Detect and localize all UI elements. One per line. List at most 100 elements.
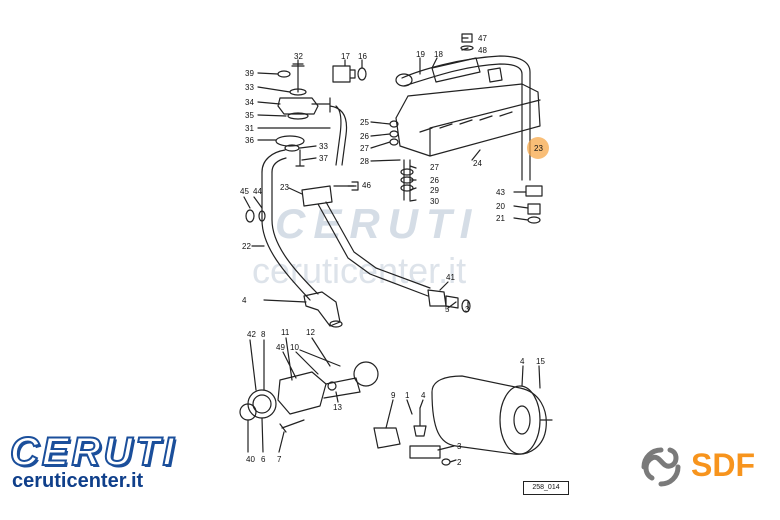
callout-label: 39: [245, 69, 254, 78]
callout-label: 1: [405, 391, 410, 400]
fitting-21: [527, 203, 541, 215]
bolt-32: [291, 63, 305, 93]
drawing-code-label: 258_014: [523, 481, 569, 495]
gasket-35: [287, 112, 309, 120]
callout-label: 4: [421, 391, 426, 400]
long-pipe: [317, 201, 431, 297]
callout-label: 7: [277, 455, 282, 464]
washer-33-lower: [284, 144, 300, 152]
callout-label: 15: [536, 357, 545, 366]
rocker-cover-24: [395, 83, 541, 157]
banjo-fitting-34: [277, 97, 331, 115]
callout-label: 23: [280, 183, 289, 192]
callout-label: 16: [358, 52, 367, 61]
callout-label: 17: [341, 52, 350, 61]
callout-label: 28: [360, 157, 369, 166]
flange-36: [275, 135, 305, 147]
callout-label: 43: [496, 188, 505, 197]
pipe-41: [261, 171, 319, 301]
nut-40: [327, 381, 337, 391]
callout-label: 4: [242, 296, 247, 305]
callout-label: 27: [430, 163, 439, 172]
callout-label: 46: [362, 181, 371, 190]
bolt-37: [295, 149, 305, 167]
callout-label: 33: [245, 83, 254, 92]
callout-label: 3: [465, 305, 470, 314]
callout-label: 13: [333, 403, 342, 412]
injector-pipes-19-18: [401, 55, 531, 181]
callout-label: 22: [242, 242, 251, 251]
fitting-20: [525, 185, 543, 197]
callout-label: 30: [430, 197, 439, 206]
callout-label: 34: [245, 98, 254, 107]
callout-label: 27: [360, 144, 369, 153]
washer-39: [277, 70, 291, 78]
washer-4-right: [461, 299, 471, 313]
callout-label: 11: [281, 328, 290, 337]
callout-label: 25: [360, 118, 369, 127]
cap-47: [461, 33, 473, 43]
callout-label: 10: [290, 343, 299, 352]
sdf-logo-icon: [641, 447, 681, 487]
ceruti-logo: CERUTI: [9, 429, 177, 475]
callout-label: 9: [391, 391, 396, 400]
gear-11: [247, 389, 277, 419]
callout-label: 26: [360, 132, 369, 141]
washer-16: [357, 67, 367, 81]
callout-label: 37: [319, 154, 328, 163]
flange-13: [353, 361, 379, 387]
pipe-31: [329, 105, 348, 166]
callout-label: 2: [457, 458, 462, 467]
highlight-23: [527, 137, 549, 159]
watermark-word: CERUTI: [275, 200, 480, 247]
callout-label: 40: [246, 455, 255, 464]
callout-label: 41: [446, 273, 455, 282]
nut-44: [245, 209, 255, 223]
washer-48: [460, 45, 474, 51]
callout-label: 5: [445, 305, 450, 314]
callout-label: 49: [276, 343, 285, 352]
pipe-41-top: [261, 149, 287, 173]
pin-12: [299, 349, 341, 367]
callout-label: 33: [319, 142, 328, 151]
watermark-site: ceruticenter.it: [252, 250, 467, 291]
washer-22: [527, 216, 541, 224]
connector-2: [409, 445, 441, 459]
filter-canister: [431, 375, 547, 455]
callout-label: 4: [520, 357, 525, 366]
clamp-46: [301, 185, 333, 207]
callout-label: 48: [478, 46, 487, 55]
callout-label: 47: [478, 34, 487, 43]
fitting-3: [445, 295, 459, 309]
callout-label: 45: [240, 187, 249, 196]
callout-label: 12: [306, 328, 315, 337]
bolt-9: [279, 419, 305, 433]
callout-label: 19: [416, 50, 425, 59]
callout-label: 31: [245, 124, 254, 133]
callout-label: 18: [434, 50, 443, 59]
pump-body-10: [277, 371, 327, 415]
washer-43: [258, 210, 266, 222]
callout-label: 3: [457, 442, 462, 451]
callout-label: 26: [430, 176, 439, 185]
callout-label: 8: [261, 330, 266, 339]
callout-label: 6: [261, 455, 266, 464]
callout-label: 42: [247, 330, 256, 339]
callout-labels: 32 17 16 19 18 47 48 39 33 34 35 31 36 3…: [240, 34, 545, 467]
callout-label: 32: [294, 52, 303, 61]
callout-label: 35: [245, 111, 254, 120]
fitting-5: [427, 289, 447, 307]
highlight-23-label: 23: [534, 144, 543, 153]
callout-label: 20: [496, 202, 505, 211]
sdf-logo: SDF: [691, 447, 755, 483]
callout-label: 24: [473, 159, 482, 168]
callout-label: 36: [245, 136, 254, 145]
ceruti-site-text: ceruticenter.it: [12, 470, 144, 492]
elbow-42: [303, 291, 341, 327]
callout-label: 29: [430, 186, 439, 195]
callout-label: 44: [253, 187, 262, 196]
bolt-3: [413, 407, 427, 437]
callout-label: 21: [496, 214, 505, 223]
